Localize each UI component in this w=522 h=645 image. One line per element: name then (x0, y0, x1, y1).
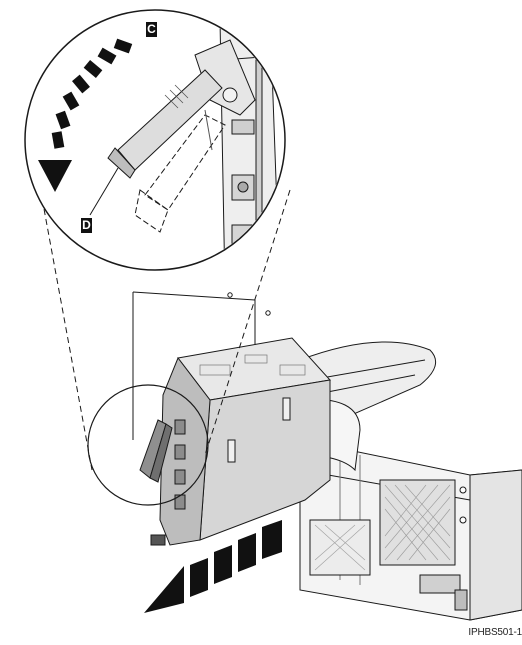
magnified-detail (24, 9, 286, 271)
callout-d-leader (89, 167, 119, 216)
detail-source-circle (87, 384, 209, 506)
server-chassis (299, 439, 522, 621)
node-drawer (150, 337, 331, 546)
pull-arrow-icon (144, 520, 282, 613)
callout-label-d: D (81, 218, 92, 233)
figure-id-label: IPHBS501-1 (468, 627, 522, 638)
drawer-handle (139, 419, 173, 483)
rotate-arrow-icon (38, 38, 133, 192)
callout-label-c: C (146, 22, 157, 37)
projection-lines (34, 159, 291, 471)
